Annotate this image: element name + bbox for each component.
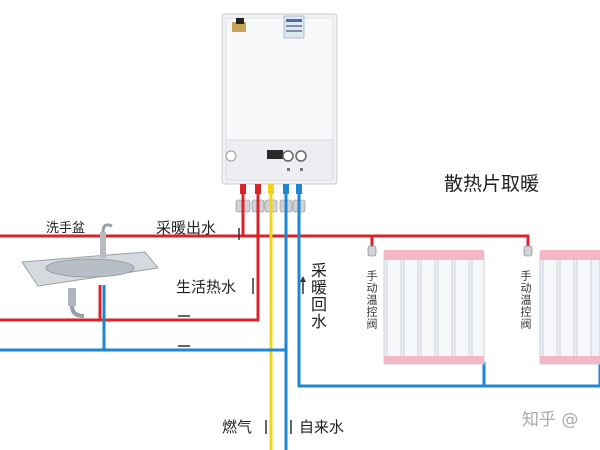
tap-water-label: 自来水 — [299, 418, 345, 436]
washbasin-icon — [21, 223, 159, 318]
radiator-2-icon — [539, 250, 600, 365]
power-button-icon — [225, 150, 237, 162]
boiler-label-sticker-icon — [283, 15, 305, 39]
gas-label: 燃气 — [222, 418, 253, 436]
display-screen-icon — [267, 150, 283, 159]
heating-return-pipe — [297, 194, 600, 388]
knob-right-icon — [295, 150, 307, 162]
watermark: 知乎 @ — [522, 410, 579, 430]
domestic-hot-water-label: 生活热水 — [176, 278, 237, 296]
heating-return-label: 采暖回水 — [308, 262, 327, 330]
wall-boiler — [221, 13, 338, 185]
manual-valve-1-label: 手动温控阀 — [365, 270, 378, 330]
thermostatic-valve-icons — [367, 245, 533, 257]
heating-outlet-label: 采暖出水 — [156, 219, 217, 237]
flow-arrows — [178, 228, 306, 434]
knob-left-icon — [282, 150, 294, 162]
manual-valve-2-label: 手动温控阀 — [519, 270, 532, 330]
domestic-hot-water-pipe — [0, 194, 260, 322]
radiator-1-icon — [383, 250, 485, 365]
radiator-heating-title: 散热片取暖 — [444, 173, 540, 195]
tap-water-pipe — [0, 194, 288, 450]
boiler-logo-icon — [232, 18, 246, 32]
washbasin-label: 洗手盆 — [46, 221, 86, 236]
